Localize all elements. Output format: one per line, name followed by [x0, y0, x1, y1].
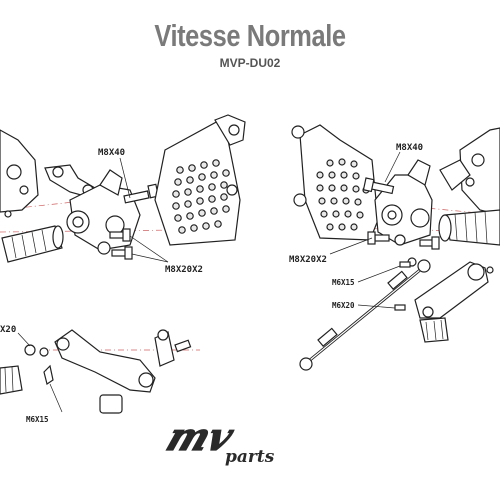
- label-m8x20x2-left: M8X20X2: [165, 265, 203, 275]
- part-reference: MVP-DU02: [219, 56, 281, 70]
- left-footpeg: [1, 225, 64, 263]
- right-small-bolts: [394, 261, 411, 311]
- label-m6x15-left: M6X15: [26, 415, 49, 424]
- label-m8x20x2-right: M8X20X2: [289, 255, 327, 265]
- right-gear-lever: [407, 257, 494, 343]
- diagram-title: Vitesse Normale: [154, 18, 346, 53]
- left-bolts-m8x20: [109, 228, 133, 260]
- label-x20-left: X20: [0, 325, 16, 335]
- label-m6x15-right: M6X15: [332, 278, 355, 287]
- logo-word: parts: [225, 447, 275, 467]
- left-assembly: M8X40 M8X20X2 X20 M6X15: [0, 114, 246, 424]
- label-m6x20-right: M6X20: [332, 301, 355, 310]
- left-heel-guard: [154, 114, 246, 246]
- right-guard-holes: [316, 158, 370, 231]
- left-gear-lever: [54, 329, 192, 414]
- right-footpeg: [438, 209, 500, 246]
- right-shift-rod: [299, 259, 431, 371]
- label-m8x40-right: M8X40: [396, 143, 423, 153]
- label-m8x40-left: M8X40: [98, 148, 125, 158]
- left-guard-holes: [172, 159, 230, 234]
- right-assembly: M8X40 M8X20X2 M6X15 M6X20: [289, 124, 500, 371]
- left-shift-peg: [0, 344, 54, 395]
- mv-parts-logo: mv parts: [160, 415, 275, 467]
- right-mount-plate: [374, 159, 433, 246]
- left-frame-bracket: [0, 129, 39, 218]
- right-frame-bracket: [439, 127, 500, 216]
